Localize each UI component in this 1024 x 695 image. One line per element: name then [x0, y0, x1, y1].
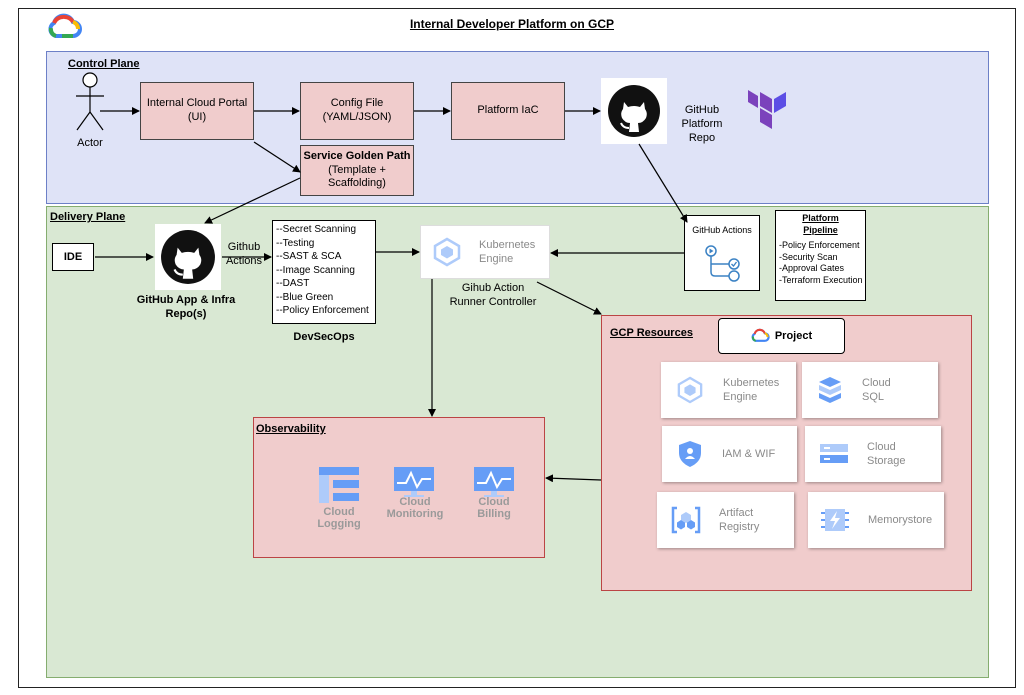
- gcp-resources-label: GCP Resources: [610, 327, 693, 339]
- platform-pipeline-item: -Terraform Execution: [779, 274, 863, 285]
- google-cloud-logo: [48, 13, 82, 38]
- kubernetes-engine-icon: [677, 376, 703, 404]
- platform-pipeline-item: -Approval Gates: [779, 263, 845, 273]
- github-app-infra-node: [155, 224, 221, 290]
- arrow-portal-to-golden-path: [253, 141, 301, 173]
- gcp-card-iam: IAM & WIF: [662, 426, 797, 482]
- github-actions-icon: [705, 245, 740, 282]
- gcp-card-name: Artifact Registry: [719, 506, 760, 533]
- diagram-title: Internal Developer Platform on GCP: [409, 17, 615, 31]
- arrow-golden-path-to-app-repo: [204, 177, 301, 224]
- arrow-gke-to-gcp-resources: [536, 281, 602, 315]
- platform-pipeline-title: Platform Pipeline: [802, 213, 839, 235]
- gcp-card-kubernetes: Kubernetes Engine: [661, 362, 796, 418]
- ide-box: IDE: [52, 243, 94, 271]
- gcp-card-name: IAM & WIF: [722, 447, 776, 460]
- kubernetes-engine-icon: [433, 237, 461, 267]
- platform-iac-box: Platform IaC: [451, 82, 565, 140]
- devsecops-item: --Image Scanning: [276, 264, 355, 276]
- platform-pipeline-box: Platform Pipeline -Policy Enforcement -S…: [775, 210, 866, 301]
- cloud-billing-icon: [474, 467, 514, 497]
- devsecops-item: --Blue Green: [276, 291, 334, 303]
- github-app-infra-label: GitHub App & Infra Repo(s): [136, 294, 236, 320]
- cloud-billing-label: Cloud Billing: [477, 496, 511, 521]
- project-label: Project: [774, 330, 813, 342]
- cloud-monitoring-label: Cloud Monitoring: [386, 496, 444, 521]
- cloud-monitoring-icon: [394, 467, 434, 497]
- actor-label: Actor: [77, 137, 103, 149]
- memorystore-icon: [821, 509, 849, 531]
- devsecops-item: --Policy Enforcement: [276, 305, 369, 316]
- github-platform-repo-node: [601, 78, 667, 144]
- observability-label: Observability: [256, 423, 326, 435]
- gcp-card-name: Kubernetes Engine: [723, 376, 780, 403]
- github-icon: [161, 230, 215, 284]
- iam-shield-icon: [679, 441, 701, 467]
- gcp-card-artifact-registry: Artifact Registry: [657, 492, 794, 548]
- service-golden-path-title: Service Golden Path: [303, 149, 411, 162]
- actor-icon: [76, 72, 104, 131]
- gcp-card-name: Cloud Storage: [867, 440, 906, 467]
- devsecops-item: --Secret Scanning: [276, 224, 357, 235]
- runner-controller-label: Gihub Action Runner Controller: [449, 282, 537, 308]
- cloud-storage-icon: [820, 444, 848, 463]
- internal-cloud-portal-box: Internal Cloud Portal (UI): [140, 82, 254, 140]
- arrow-platform-repo-to-actions: [638, 143, 688, 223]
- gcp-card-name: Cloud SQL: [862, 376, 891, 403]
- terraform-icon: [748, 90, 786, 129]
- kubernetes-engine-runner-card: Kubernetes Engine: [420, 225, 550, 279]
- github-platform-repo-label: GitHub Platform Repo: [681, 104, 723, 144]
- cloud-logging-icon: [319, 467, 359, 503]
- gcp-card-name: Memorystore: [868, 513, 933, 526]
- diagram-frame: [18, 8, 1016, 688]
- google-cloud-logo: [751, 328, 770, 342]
- delivery-plane-label: Delivery Plane: [50, 211, 126, 223]
- devsecops-item: --SAST & SCA: [276, 251, 342, 262]
- config-file-box: Config File (YAML/JSON): [300, 82, 414, 140]
- github-actions-box: GitHub Actions: [684, 215, 760, 291]
- cloud-logging-label: Cloud Logging: [317, 506, 361, 531]
- gcp-card-cloud-sql: Cloud SQL: [802, 362, 938, 418]
- github-actions-label: GitHub Actions: [692, 225, 752, 235]
- service-golden-path-subtitle: (Template + Scaffolding): [328, 163, 386, 190]
- control-plane-label: Control Plane: [68, 58, 140, 70]
- devsecops-item: --Testing: [276, 237, 315, 249]
- platform-pipeline-item: -Policy Enforcement: [779, 240, 860, 250]
- github-actions-edge-label: Github Actions: [225, 241, 263, 267]
- arrow-gcp-to-observability: [545, 474, 602, 483]
- gcp-card-cloud-storage: Cloud Storage: [805, 426, 941, 482]
- artifact-registry-icon: [671, 506, 701, 534]
- devsecops-label: DevSecOps: [293, 331, 355, 343]
- gcp-card-memorystore: Memorystore: [808, 492, 944, 548]
- github-icon: [608, 85, 660, 137]
- cloud-sql-icon: [819, 377, 841, 403]
- kubernetes-engine-runner-name: Kubernetes Engine: [479, 238, 536, 265]
- project-box: Project: [718, 318, 845, 354]
- platform-pipeline-item: -Security Scan: [779, 251, 838, 262]
- devsecops-item: --DAST: [276, 278, 310, 289]
- devsecops-box: --Secret Scanning --Testing --SAST & SCA…: [272, 220, 376, 324]
